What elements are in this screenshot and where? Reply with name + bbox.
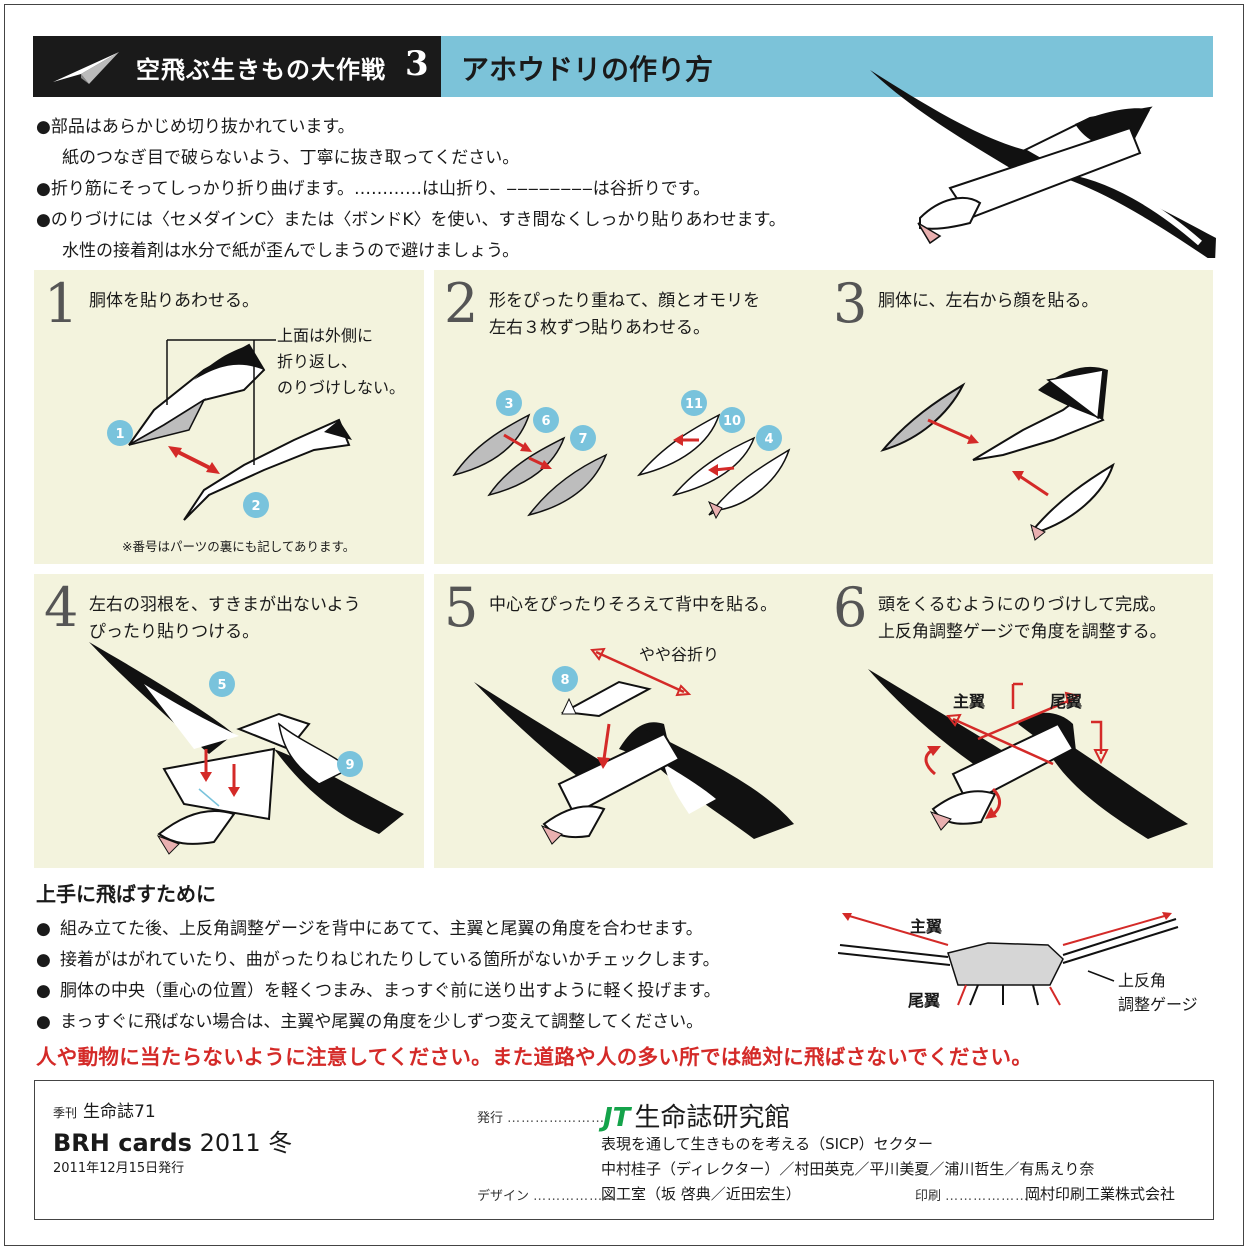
series-banner: 空飛ぶ生きもの大作戦 3	[33, 36, 441, 97]
step-number: 2	[444, 272, 479, 335]
colophon: 季刊生命誌71 BRH cards 2011 冬 2011年12月15日発行 発…	[34, 1080, 1214, 1220]
list-item: ●胴体の中央（重心の位置）を軽くつまみ、まっすぐ前に送り出すように軽く投げます。	[36, 981, 721, 1001]
step-text: 胴体に、左右から顔を貼る。	[878, 291, 1099, 311]
badge: 2	[251, 499, 260, 514]
svg-text:10: 10	[723, 414, 741, 429]
step-4-illustration: 5 9	[89, 642, 404, 855]
brh-cards-title: BRH cards 2011 冬	[53, 1129, 293, 1157]
publisher-label: 発行 …………………	[477, 1111, 606, 1126]
step-number: 1	[44, 272, 79, 335]
intro-line: 水性の接着剤は水分で紙が歪んでしまうので避けましょう。	[62, 241, 520, 261]
step-note: 上面は外側に折り返し、のりづけしない。	[277, 326, 406, 397]
list-item: ●組み立てた後、上反角調整ゲージを背中にあてて、主翼と尾翼の角度を合わせます。	[36, 919, 703, 939]
step-2-illustration: 3 6 7 11 10 4	[452, 390, 791, 520]
intro-notes: ●部品はあらかじめ切り抜かれています。 紙のつなぎ目で破らないよう、丁寧に抜き取…	[36, 112, 906, 267]
intro-line: 紙のつなぎ目で破らないよう、丁寧に抜き取ってください。	[62, 148, 520, 168]
footnote: ※番号はパーツの裏にも記してあります。	[122, 539, 356, 554]
step-number: 5	[444, 576, 479, 639]
design-credit: 図工室（坂 啓典／近田宏生）	[601, 1185, 801, 1203]
step-3-illustration	[880, 366, 1115, 541]
intro-line: ●部品はあらかじめ切り抜かれています。	[36, 117, 355, 137]
fold-label: やや谷折り	[639, 645, 720, 664]
jt-logo-icon: JT	[603, 1103, 631, 1133]
gauge-label: 上反角調整ゲージ	[1118, 971, 1198, 1014]
svg-text:4: 4	[764, 432, 773, 447]
step-text: 頭をくるむようにのりづけして完成。上反角調整ゲージで角度を調整する。	[878, 595, 1167, 642]
tips-list: ●組み立てた後、上反角調整ゲージを背中にあてて、主翼と尾翼の角度を合わせます。 …	[36, 914, 721, 1038]
badge: 1	[115, 427, 124, 442]
step-text: 形をぴったり重ねて、顔とオモリを左右３枚ずつ貼りあわせる。	[489, 291, 761, 338]
gauge-tail-wing-label: 尾翼	[908, 991, 941, 1010]
tail-wing-label: 尾翼	[1050, 692, 1083, 711]
step-panel-3: 3 胴体に、左右から顔を貼る。	[823, 270, 1213, 564]
sector-name: 表現を通して生きものを考える（SICP）セクター	[601, 1135, 933, 1153]
main-wing-label: 主翼	[953, 692, 986, 711]
svg-text:3: 3	[504, 397, 513, 412]
step-number: 3	[833, 272, 868, 335]
printer-credit: 岡村印刷工業株式会社	[1025, 1185, 1176, 1203]
step-text: 中心をぴったりそろえて背中を貼る。	[489, 595, 778, 615]
design-label: デザイン ………………	[477, 1189, 618, 1204]
tips-heading: 上手に飛ばすために	[36, 882, 216, 906]
step-panel-1: 1 2 1 胴体を貼りあわせる。 上面は外側に折り返し、のりづけしない。 ※番号…	[34, 270, 424, 564]
step-text: 胴体を貼りあわせる。	[89, 291, 259, 311]
step-text: 左右の羽根を、すきまが出ないようぴったり貼りつける。	[89, 595, 361, 642]
svg-text:7: 7	[578, 432, 587, 447]
step-number: 4	[44, 576, 79, 639]
dihedral-gauge-diagram: 主翼 尾翼 上反角調整ゲージ	[837, 905, 1218, 1029]
gauge-main-wing-label: 主翼	[910, 917, 943, 936]
albatross-illustration	[870, 70, 1216, 258]
issue-date: 2011年12月15日発行	[53, 1161, 185, 1176]
title-banner: アホウドリの作り方	[441, 36, 1213, 97]
step-panel-2: 3 6 7 11 10 4 2 形をぴったり重ねて、顔とオモリを左右３枚ずつ貼り…	[434, 270, 824, 564]
series-number: 3	[405, 44, 429, 84]
print-label: 印刷 …………………	[915, 1189, 1044, 1204]
step-5-illustration: 8	[474, 647, 794, 845]
magazine-title: 季刊生命誌71	[53, 1102, 156, 1122]
card-frame	[4, 4, 1244, 1246]
step-panel-5: 8 5 中心をぴったりそろえて背中を貼る。 やや谷折り	[434, 574, 824, 868]
svg-text:8: 8	[560, 673, 569, 688]
intro-line: ●折り筋にそってしっかり折り曲げます。…………は山折り、‒‒‒‒‒‒‒‒は谷折り…	[36, 179, 711, 199]
svg-text:11: 11	[685, 397, 703, 412]
svg-text:6: 6	[541, 414, 550, 429]
step-6-illustration	[868, 669, 1188, 839]
step-1-illustration: 1 2	[107, 339, 352, 521]
svg-text:5: 5	[217, 678, 226, 693]
page-title: アホウドリの作り方	[461, 53, 714, 86]
safety-warning: 人や動物に当たらないように注意してください。また道路や人の多い所では絶対に飛ばさ…	[36, 1045, 1033, 1069]
list-item: ●まっすぐに飛ばない場合は、主翼や尾翼の角度を少しずつ変えて調整してください。	[36, 1012, 704, 1032]
intro-line: ●のりづけには〈セメダインC〉または〈ボンドK〉を使い、すき間なくしっかり貼りあ…	[36, 210, 786, 230]
staff-list: 中村桂子（ディレクター）／村田英克／平川美夏／浦川哲生／有馬えり奈	[601, 1160, 1095, 1178]
svg-text:9: 9	[345, 758, 354, 773]
paper-plane-icon	[53, 52, 119, 84]
step-panel-4: 5 9 4 左右の羽根を、すきまが出ないようぴったり貼りつける。	[34, 574, 424, 868]
header: 空飛ぶ生きもの大作戦 3 アホウドリの作り方	[33, 36, 1213, 97]
step-panel-6: 6 頭をくるむようにのりづけして完成。上反角調整ゲージで角度を調整する。 主翼 …	[823, 574, 1213, 868]
step-number: 6	[833, 576, 868, 639]
list-item: ●接着がはがれていたり、曲がったりねじれたりしている箇所がないかチェックします。	[36, 950, 720, 970]
series-title: 空飛ぶ生きもの大作戦	[136, 56, 386, 84]
